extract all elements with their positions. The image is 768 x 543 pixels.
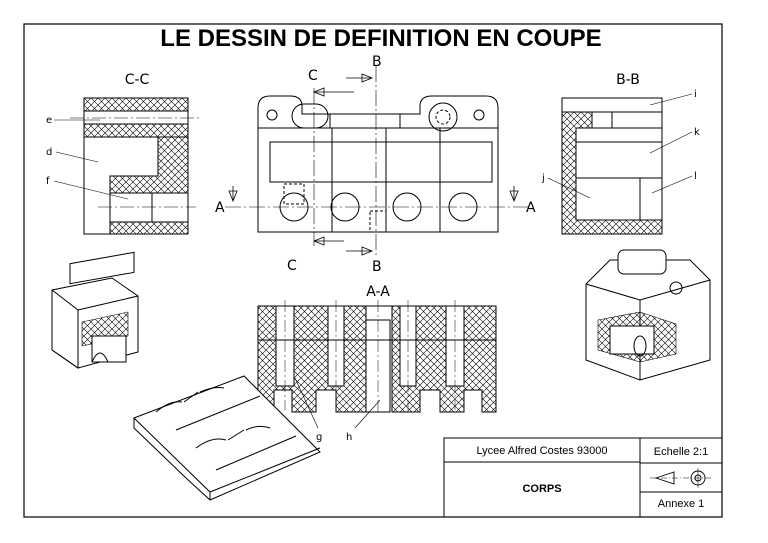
cut-marker-b-bottom: B xyxy=(372,259,382,275)
section-view-aa: A-A xyxy=(257,284,497,414)
part-label-e: e xyxy=(46,115,52,126)
part-label-d: d xyxy=(46,147,52,158)
part-label-g: g xyxy=(316,432,322,443)
part-label-j: j xyxy=(541,173,545,184)
sheet-border xyxy=(23,23,723,518)
front-view xyxy=(225,66,530,258)
projection-symbol-icon xyxy=(650,468,712,488)
isometric-view-rack xyxy=(133,375,321,501)
cutting-plane-arrows xyxy=(228,73,519,256)
isometric-view-right xyxy=(585,249,711,381)
isometric-view-left xyxy=(51,251,139,369)
cut-marker-c-bottom: C xyxy=(287,258,297,274)
cut-marker-a-right: A xyxy=(526,200,536,216)
annex-label: Annexe 1 xyxy=(658,498,704,510)
title-block xyxy=(443,437,723,518)
part-label-h: h xyxy=(346,432,352,443)
section-view-cc: C-C xyxy=(70,72,202,235)
section-aa-label: A-A xyxy=(366,284,390,300)
aa-leaders xyxy=(294,377,381,429)
drawing-title: LE DESSIN DE DEFINITION EN COUPE xyxy=(160,25,601,52)
part-name: CORPS xyxy=(522,483,561,495)
cut-marker-c-top: C xyxy=(308,68,318,84)
school-name: Lycee Alfred Costes 93000 xyxy=(476,445,607,457)
section-view-bb: B-B xyxy=(561,72,663,235)
part-label-i: i xyxy=(694,89,697,100)
section-cc-label: C-C xyxy=(125,72,150,88)
cc-leaders xyxy=(53,119,129,200)
cut-marker-b-top: B xyxy=(372,54,382,70)
cut-marker-a-left: A xyxy=(215,200,225,216)
drawing-scale: Echelle 2:1 xyxy=(654,446,708,458)
section-bb-label: B-B xyxy=(616,72,640,88)
bb-leaders xyxy=(547,93,693,199)
part-label-f: f xyxy=(46,176,50,187)
part-label-l: l xyxy=(694,171,697,182)
part-label-k: k xyxy=(694,127,700,138)
